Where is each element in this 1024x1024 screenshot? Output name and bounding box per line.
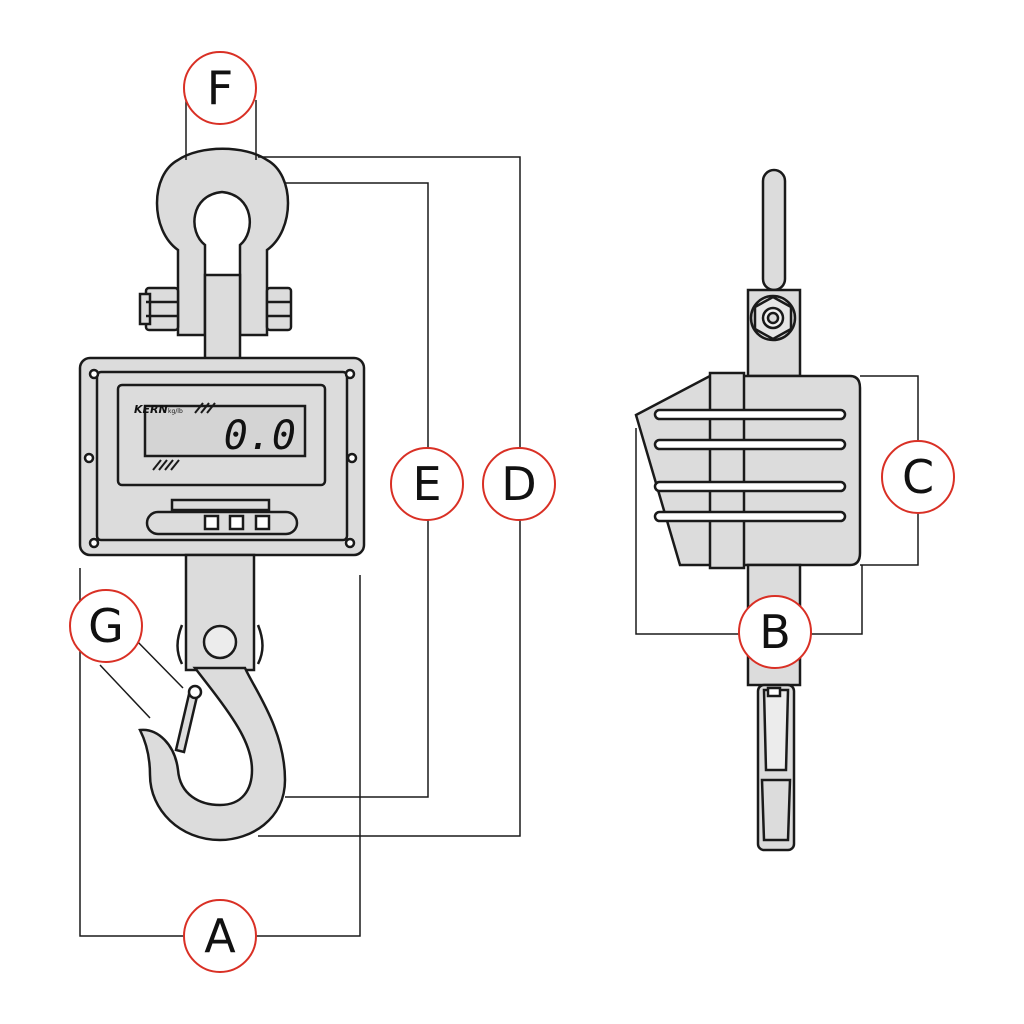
swivel-bolt	[202, 624, 238, 660]
unit-mark: kg/lb	[168, 408, 183, 415]
label-g: G	[69, 589, 143, 663]
display-panel	[116, 383, 327, 487]
lcd-window	[143, 404, 307, 458]
svg-text:G: G	[88, 599, 124, 653]
svg-text:A: A	[204, 909, 236, 963]
key-3	[254, 514, 271, 531]
shackle-side	[761, 168, 787, 292]
dim-g-lower	[99, 664, 151, 719]
label-b: B	[738, 595, 812, 669]
dim-g-upper	[131, 635, 184, 689]
svg-text:C: C	[902, 450, 934, 504]
keypad	[145, 498, 299, 536]
svg-text:D: D	[501, 457, 536, 511]
safety-latch	[174, 688, 200, 754]
brand-logo: KERN	[134, 403, 168, 416]
key-2	[228, 514, 245, 531]
cooling-ribs	[653, 408, 847, 523]
label-c: C	[881, 440, 955, 514]
label-d: D	[482, 447, 556, 521]
svg-text:F: F	[207, 61, 233, 115]
label-f: F	[183, 51, 257, 125]
label-a: A	[183, 899, 257, 973]
front-strap	[708, 371, 746, 570]
top-neck	[203, 273, 242, 362]
key-1	[203, 514, 220, 531]
label-e: E	[390, 447, 464, 521]
front-view	[78, 147, 366, 842]
shackle-pin-nut-right	[265, 286, 293, 332]
svg-text:E: E	[412, 457, 441, 511]
shackle	[138, 147, 293, 337]
housing-side	[634, 374, 862, 567]
svg-text:B: B	[759, 605, 791, 659]
lcd-reading: 0.0	[224, 413, 296, 459]
side-view	[634, 168, 862, 852]
hook	[138, 666, 287, 842]
